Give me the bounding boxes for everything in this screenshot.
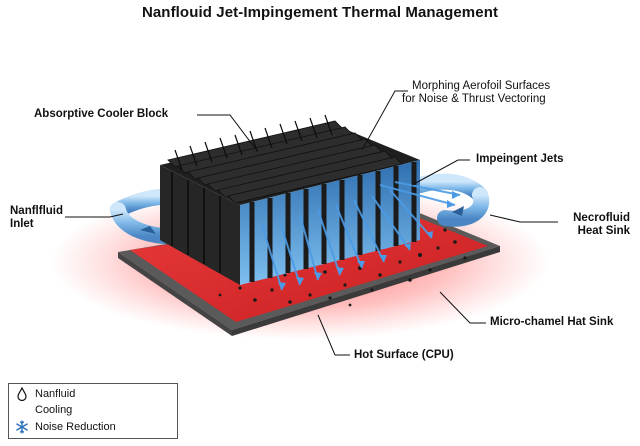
label-hot-surface: Hot Surface (CPU) [354, 349, 454, 361]
label-aerofoil-line1: Morphing Aerofoil Surfaces [412, 80, 551, 92]
legend-label: Cooling [35, 404, 73, 416]
legend-label: Nanfluid [35, 388, 76, 400]
label-cooler-block: Absorptive Cooler Block [34, 108, 169, 120]
droplet-icon [17, 387, 27, 401]
cooler-block [160, 114, 420, 285]
legend-label: Noise Reduction [35, 421, 116, 433]
legend: Nanfluid Cooling Noise Reduction [8, 383, 178, 439]
legend-item-nanfluid: Nanfluid [15, 387, 75, 401]
label-inlet-line2: Inlet [10, 218, 34, 230]
label-heat-sink-line2: Heat Sink [577, 225, 630, 237]
snowflake-icon [16, 420, 28, 434]
label-aerofoil-line2: for Noise & Thrust Vectoring [402, 93, 546, 105]
label-micro-channel: Micro-chamel Hat Sink [490, 316, 614, 328]
label-inlet-line1: Nanflfluid [10, 205, 64, 217]
cooling-fins [167, 120, 403, 204]
impingement-jets [261, 181, 461, 291]
page-title: Nanflouid Jet-Impingement Thermal Manage… [141, 4, 499, 21]
leader-lines [65, 90, 558, 356]
legend-item-noise-reduction: Noise Reduction [15, 420, 116, 434]
label-heat-sink-line1: Necrofluid [573, 212, 630, 224]
label-jets: Impeingent Jets [476, 153, 564, 165]
legend-item-cooling: Cooling [35, 404, 72, 416]
jet-arrowheads [278, 191, 460, 290]
outlet-pipe [412, 173, 490, 227]
